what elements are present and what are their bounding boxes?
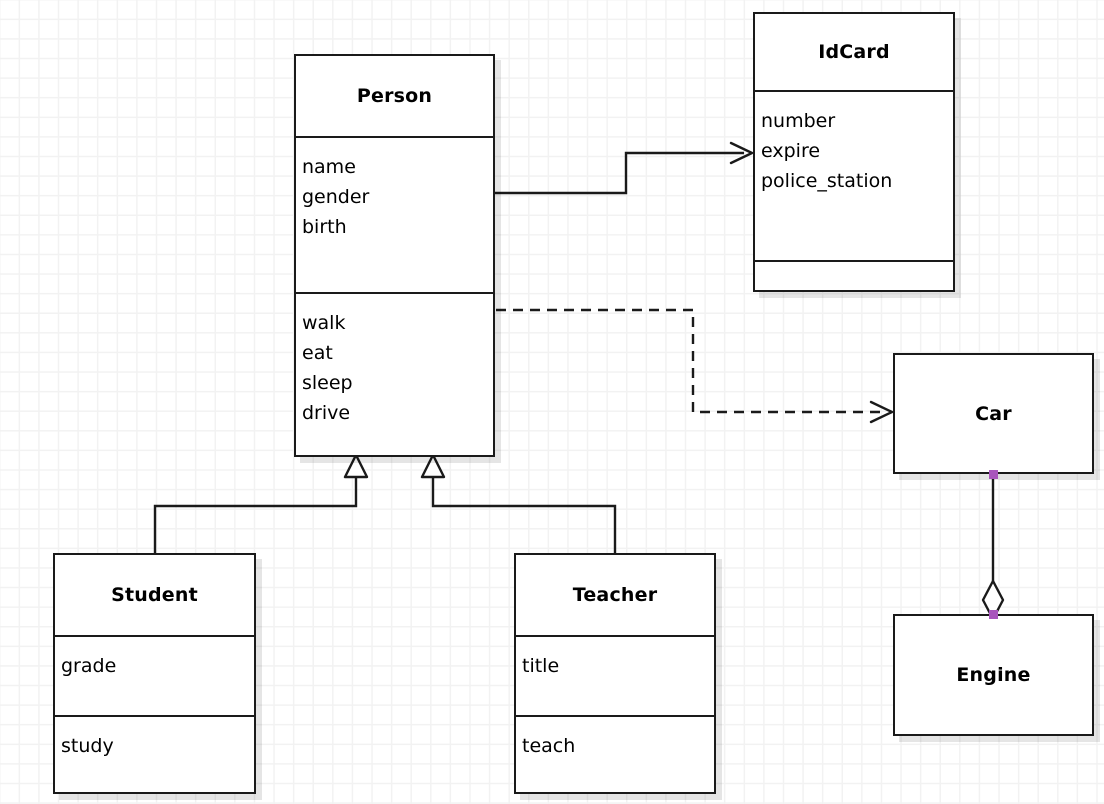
operations-compartment-idcard [755,260,953,294]
operation-item: study [61,735,114,757]
attribute-item: grade [61,655,117,677]
class-name-compartment-idcard: IdCard [755,14,953,90]
class-name-compartment-teacher: Teacher [516,555,714,635]
class-box-car[interactable]: Car [893,353,1094,474]
class-name-person: Person [356,85,433,107]
operations-compartment-student: study [55,715,254,796]
generalization-teacher-person[interactable] [420,453,617,553]
class-name-compartment-student: Student [55,555,254,635]
class-name-compartment-person: Person [296,56,493,136]
attribute-item: police_station [761,170,893,192]
class-box-engine[interactable]: Engine [893,614,1094,736]
attribute-item: gender [302,186,370,208]
operations-compartment-person: walk eat sleep drive [296,292,493,457]
class-box-idcard[interactable]: IdCard number expire police_station [753,12,955,292]
generalization-student-person[interactable] [153,453,369,553]
attribute-item: name [302,156,356,178]
class-name-compartment-engine: Engine [895,616,1092,734]
attributes-compartment-student: grade [55,635,254,715]
class-name-engine: Engine [956,664,1031,686]
operation-item: walk [302,312,346,334]
attribute-item: title [522,655,560,677]
class-name-idcard: IdCard [818,41,890,63]
dependency-person-car[interactable] [496,308,894,424]
attributes-compartment-idcard: number expire police_station [755,90,953,260]
class-name-teacher: Teacher [572,584,658,606]
class-name-student: Student [111,584,198,606]
operation-item: eat [302,342,333,364]
operations-compartment-teacher: teach [516,715,714,796]
aggregation-endpoint-handle-car[interactable] [989,470,998,479]
class-name-compartment-car: Car [895,355,1092,472]
class-name-car: Car [975,402,1012,425]
attribute-item: birth [302,216,347,238]
operation-item: sleep [302,372,353,394]
attribute-item: number [761,110,836,132]
attributes-compartment-teacher: title [516,635,714,715]
class-box-person[interactable]: Person name gender birth walk eat sleep … [294,54,495,457]
attribute-item: expire [761,140,821,162]
class-box-teacher[interactable]: Teacher title teach [514,553,716,794]
aggregation-car-engine[interactable] [981,474,1005,621]
operation-item: teach [522,735,576,757]
operation-item: drive [302,402,351,424]
class-box-student[interactable]: Student grade study [53,553,256,794]
association-person-idcard[interactable] [495,141,754,195]
attributes-compartment-person: name gender birth [296,136,493,292]
aggregation-endpoint-handle-engine[interactable] [989,610,998,619]
